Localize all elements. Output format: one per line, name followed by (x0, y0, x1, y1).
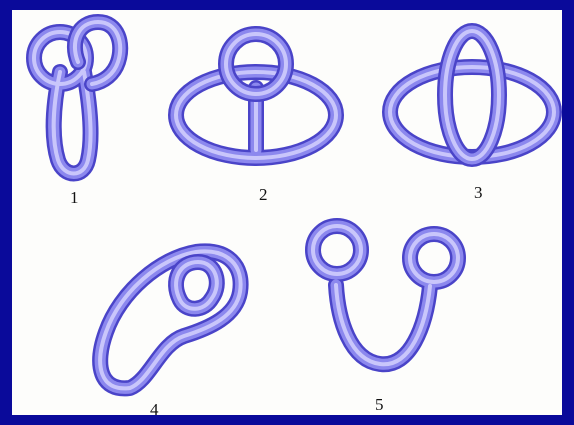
figure-5-label: 5 (375, 395, 384, 414)
figure-4-label: 4 (150, 400, 159, 419)
figure-2-label: 2 (259, 185, 268, 204)
figure-3-label: 3 (474, 183, 483, 202)
figure-1-label: 1 (70, 188, 79, 207)
